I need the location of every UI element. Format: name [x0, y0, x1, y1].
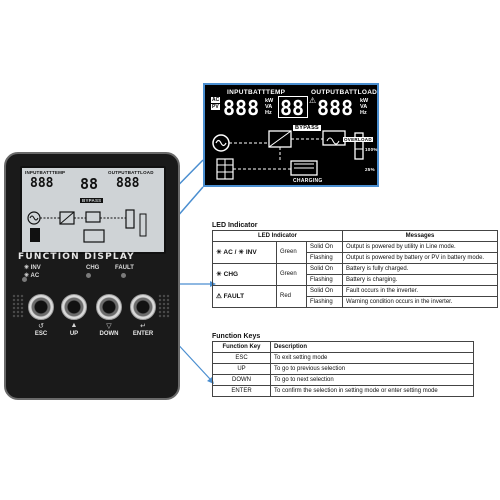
zoom-overload: OVERLOAD: [343, 137, 373, 142]
led-fault: FAULT: [115, 265, 134, 271]
esc-button[interactable]: [28, 294, 54, 320]
function-key-header: Function Key: [212, 341, 271, 353]
lcd-right-digits: 888: [116, 176, 140, 191]
led-chg-dot: [86, 273, 91, 278]
zoom-left-digits: 888: [223, 96, 260, 120]
lcd-mid-digits: 88: [80, 175, 99, 193]
table-row: ESC To exit setting mode: [212, 352, 474, 364]
warning-icon: ⚠: [309, 96, 317, 105]
zoom-pct-100: 100%: [365, 147, 378, 152]
led-color-cell: Red: [276, 285, 307, 308]
led-ac: ✳ AC: [24, 273, 40, 279]
sun-icon: ✳: [24, 265, 30, 271]
esc-icon: ↺: [38, 323, 44, 330]
zoom-right-digits: 888: [317, 96, 354, 120]
led-header: LED Indicator: [212, 230, 343, 242]
lcd-left-digits: 888: [30, 176, 54, 191]
enter-button[interactable]: [130, 294, 156, 320]
led-color-cell: Green: [276, 263, 307, 286]
lcd-input-label: INPUTBATTTEMP: [25, 170, 66, 175]
lcd-bypass: BYPASS: [80, 198, 104, 203]
up-label: UP: [69, 331, 79, 337]
zoom-mid-box: [278, 96, 308, 118]
brand-label: FUNCTION DISPLAY: [18, 252, 135, 262]
down-arrow-icon: ▽: [106, 323, 112, 330]
table-row: DOWN To go to next selection: [212, 374, 474, 386]
speaker-grille-right: [158, 294, 170, 318]
enter-label: ENTER: [132, 331, 154, 337]
led-indicator-table: LED Indicator Messages ☀ AC / ☀ INV Gree…: [212, 230, 498, 308]
function-keys-table: Function Key Description ESC To exit set…: [212, 341, 474, 397]
down-label: DOWN: [99, 331, 119, 337]
lcd-flow-diagram: [27, 209, 147, 243]
sun-icon: ✳: [24, 273, 30, 279]
zoom-ac-tag: AC: [211, 97, 221, 103]
zoom-pct-25: 25%: [365, 167, 375, 172]
table-row: ENTER To confirm the selection in settin…: [212, 385, 474, 397]
esc-label: ESC: [34, 331, 48, 337]
zoom-charging: CHARGING: [293, 178, 323, 184]
table-row: Flashing Warning condition occurs in the…: [213, 296, 498, 308]
table-row: ⚠ FAULT Red Solid On Fault occurs in the…: [212, 285, 498, 308]
table-row: UP To go to previous selection: [212, 363, 474, 375]
led-color-cell: Green: [276, 241, 307, 264]
zoomed-lcd: INPUTBATTTEMP OUTPUTBATTLOAD AC PV 888 k…: [203, 83, 379, 187]
description-header: Description: [270, 341, 474, 353]
led-indicator-title: LED Indicator: [212, 222, 258, 229]
led-chg-cell: ☀ CHG: [212, 263, 277, 286]
led-inv: ✳ INV: [24, 265, 41, 271]
zoom-bypass: BYPASS: [293, 125, 322, 131]
led-fault-dot: [121, 273, 126, 278]
table-row: ☀ CHG Green Solid On Battery is fully ch…: [212, 263, 498, 286]
speaker-grille-left: [12, 294, 24, 318]
zoom-mid-digits: 88: [280, 96, 305, 120]
zoom-pv-tag: PV: [211, 104, 220, 110]
led-ac-dot: [22, 277, 27, 282]
enter-icon: ↵: [140, 323, 146, 330]
function-keys-title: Function Keys: [212, 333, 261, 340]
messages-header: Messages: [342, 230, 498, 242]
zoom-input-label: INPUTBATTTEMP: [227, 89, 286, 96]
device-lcd: INPUTBATTTEMP OUTPUTBATTLOAD 888 88 888 …: [20, 166, 166, 254]
zoom-flow-diagram: [212, 130, 364, 180]
down-button[interactable]: [96, 294, 122, 320]
led-ac-inv-cell: ☀ AC / ☀ INV: [212, 241, 277, 264]
lcd-output-label: OUTPUTBATTLOAD: [108, 170, 154, 175]
zoom-output-label: OUTPUTBATTLOAD: [311, 89, 378, 96]
up-button[interactable]: [61, 294, 87, 320]
table-row: ☀ AC / ☀ INV Green Solid On Output is po…: [212, 241, 498, 264]
led-fault-cell: ⚠ FAULT: [212, 285, 277, 308]
up-arrow-icon: ▲: [70, 322, 78, 329]
led-chg: CHG: [86, 265, 100, 271]
